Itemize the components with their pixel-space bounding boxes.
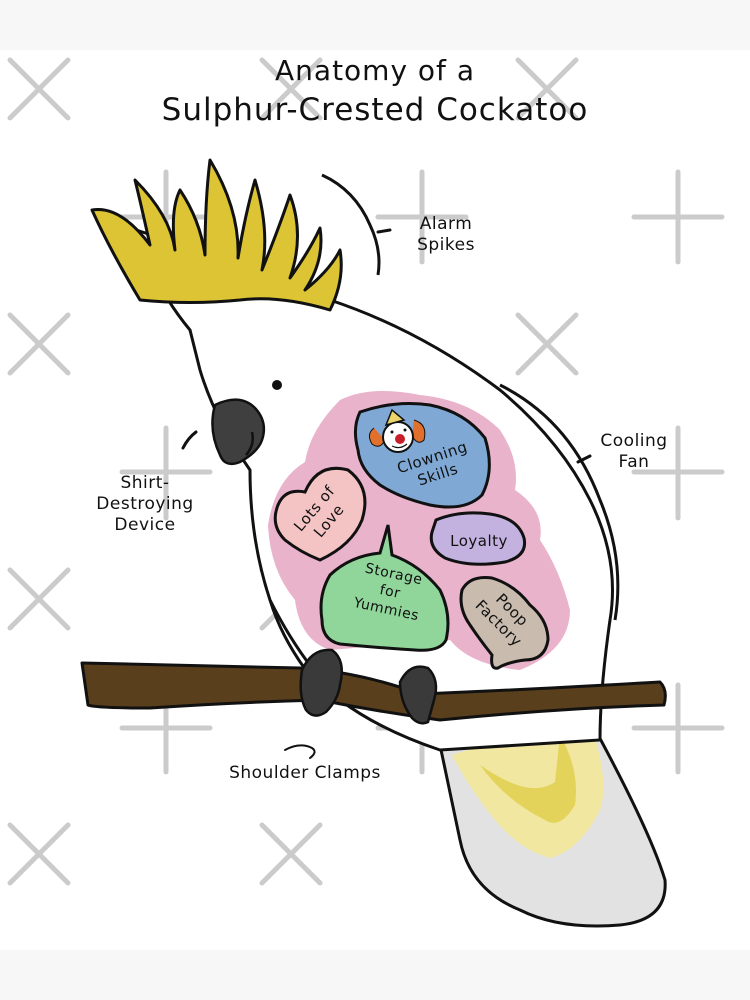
organ-poop-factory <box>459 576 550 670</box>
alarm-spikes-pointer <box>376 228 392 234</box>
beak <box>211 398 266 466</box>
watermark-x-icon <box>7 57 71 121</box>
organ-label-loyalty: Loyalty <box>450 532 508 550</box>
head-back-stroke <box>321 173 381 276</box>
watermark-plus-icon <box>631 425 725 521</box>
organ-clowning-skills <box>353 402 491 509</box>
tail <box>438 718 667 928</box>
clown-face-icon <box>368 408 426 453</box>
label-cooling-fan: Cooling Fan <box>600 431 668 472</box>
title-line-1: Anatomy of a <box>275 54 475 87</box>
watermark-x-icon <box>515 312 579 376</box>
watermark-x-icon <box>259 57 323 121</box>
shirt-device-pointer <box>181 430 198 450</box>
watermark-plus-icon <box>119 425 213 521</box>
label-shoulder-clamps: Shoulder Clamps <box>229 763 381 783</box>
title-line-2: Sulphur-Crested Cockatoo <box>161 92 589 128</box>
cooling-fan-pointer <box>576 454 592 464</box>
top-band <box>0 0 750 50</box>
label-alarm-spikes: Alarm Spikes <box>417 214 475 255</box>
crest <box>90 158 343 312</box>
watermark-x-icon <box>7 312 71 376</box>
bottom-band <box>0 950 750 1000</box>
watermark-x-icon <box>259 822 323 886</box>
watermark-plus-icon <box>375 169 469 265</box>
watermark-x-icon <box>515 57 579 121</box>
watermark-x-icon <box>7 567 71 631</box>
watermark-x-icon <box>7 822 71 886</box>
watermark-plus-icon <box>631 169 725 265</box>
label-pointers <box>181 228 592 759</box>
shoulder-clamps-pointer <box>284 744 316 759</box>
watermark-plus-icon <box>631 682 725 775</box>
feet <box>299 648 438 725</box>
eye <box>272 380 282 390</box>
organ-loyalty <box>429 511 527 566</box>
organ-storage-for-yummies <box>319 524 450 652</box>
label-shirt-destroying-device: Shirt- Destroying Device <box>96 473 194 535</box>
organ-lots-of-love <box>273 466 367 562</box>
